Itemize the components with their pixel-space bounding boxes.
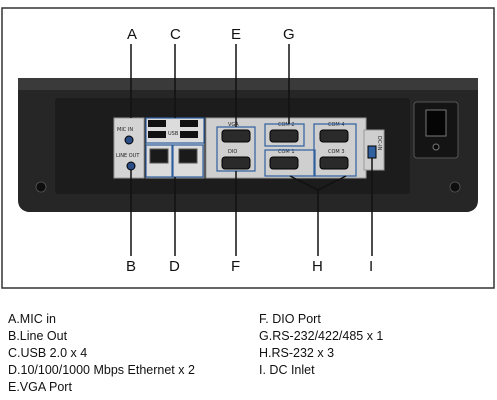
usb-port-4[interactable] <box>180 131 198 138</box>
mic-in-jack-icon[interactable] <box>124 135 134 145</box>
com4-port[interactable] <box>319 129 349 143</box>
legend-item: E.VGA Port <box>8 380 72 394</box>
vga-port[interactable] <box>221 129 251 143</box>
com1-port[interactable] <box>269 156 299 170</box>
legend-item: I. DC Inlet <box>259 363 315 377</box>
com2-port[interactable] <box>269 129 299 143</box>
line-out-jack-icon[interactable] <box>126 161 136 171</box>
legend-item: H.RS-232 x 3 <box>259 346 335 360</box>
power-led-icon <box>432 143 440 151</box>
com4-label: COM 4 <box>328 122 345 128</box>
legend-item: G.RS-232/422/485 x 1 <box>259 329 384 343</box>
callout-top-2: C <box>170 26 181 43</box>
legend-item: D.10/100/1000 Mbps Ethernet x 2 <box>8 363 195 377</box>
legend-item: B.Line Out <box>8 329 68 343</box>
screw-hole-right <box>449 181 461 193</box>
usb-lan-panel <box>145 117 205 179</box>
legend-item: A.MIC in <box>8 312 56 326</box>
screw-hole-left <box>35 181 47 193</box>
dc-in-label: DC-IN <box>376 136 382 151</box>
dio-label: DIO <box>228 149 237 155</box>
vga-label: VGA <box>228 122 239 128</box>
ethernet-port-1[interactable] <box>149 148 169 164</box>
dio-port[interactable] <box>221 156 251 170</box>
chassis-top-edge <box>18 78 478 90</box>
lan-group-outline <box>145 144 173 178</box>
callout-top-3: E <box>231 26 241 43</box>
usb-port-3[interactable] <box>148 131 166 138</box>
line-out-label: LINE OUT <box>116 153 140 159</box>
com3-label: COM 3 <box>328 149 345 155</box>
legend-item: F. DIO Port <box>259 312 321 326</box>
callout-top-4: G <box>283 26 295 43</box>
mic-in-label: MIC IN <box>117 127 133 133</box>
callout-bottom-5: I <box>369 258 373 275</box>
legend-item: C.USB 2.0 x 4 <box>8 346 88 360</box>
usb-port-2[interactable] <box>180 120 198 127</box>
callout-bottom-4: H <box>312 258 323 275</box>
callout-bottom-1: B <box>126 258 136 275</box>
power-switch[interactable] <box>425 109 447 137</box>
legend-left-column: A.MIC in B.Line Out C.USB 2.0 x 4 D.10/1… <box>8 311 195 396</box>
ethernet-port-2[interactable] <box>178 148 198 164</box>
legend-right-column: F. DIO Port G.RS-232/422/485 x 1 H.RS-23… <box>259 311 383 379</box>
usb-label: USB <box>168 131 179 137</box>
com1-label: COM 1 <box>278 149 295 155</box>
usb-port-1[interactable] <box>148 120 166 127</box>
com2-label: COM 2 <box>278 122 295 128</box>
callout-top-1: A <box>127 26 137 43</box>
callout-bottom-3: F <box>231 258 240 275</box>
lan-group-outline-2 <box>172 144 204 178</box>
com2-outline <box>264 123 305 147</box>
com3-port[interactable] <box>319 156 349 170</box>
dc-inlet[interactable] <box>367 145 377 159</box>
callout-bottom-2: D <box>169 258 180 275</box>
rear-io-diagram: MIC IN LINE OUT USB VGA DIO COM 2 COM 4 … <box>1 7 495 289</box>
